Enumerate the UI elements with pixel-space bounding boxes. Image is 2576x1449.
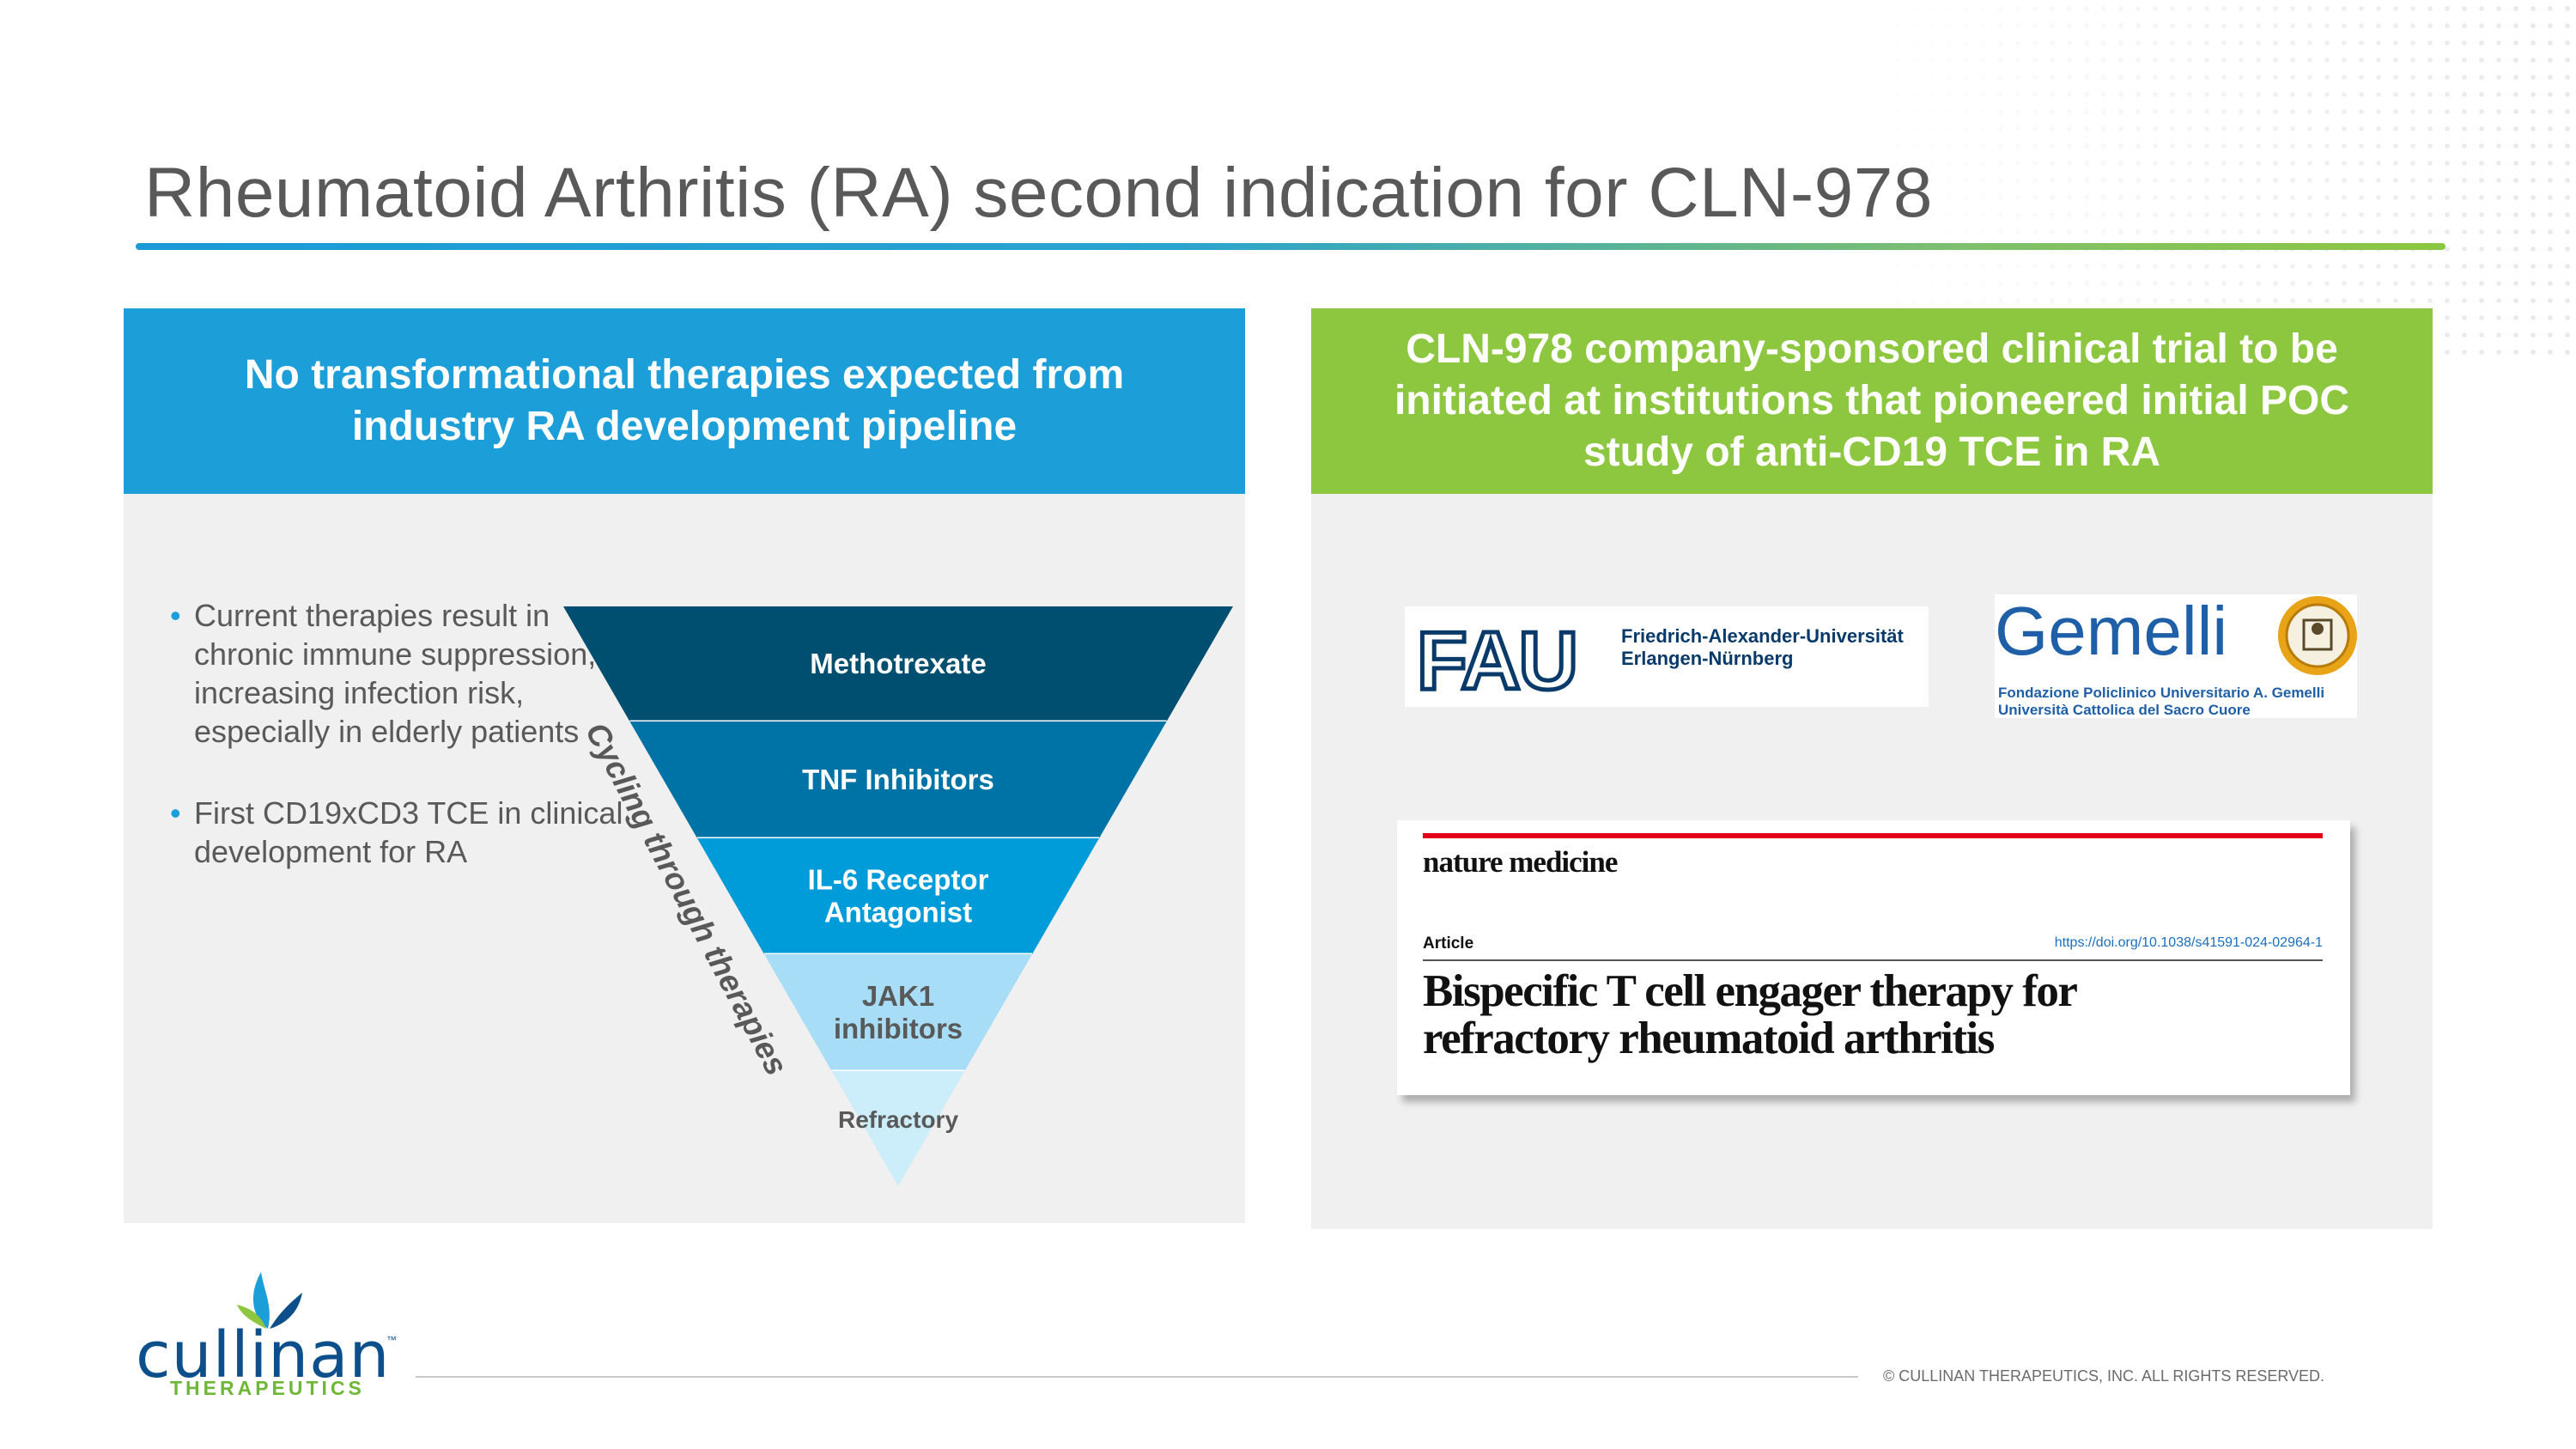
left-panel-header: No transformational therapies expected f… [124, 308, 1245, 494]
dot-pattern-decoration [1717, 0, 2576, 361]
copyright-text: © CULLINAN THERAPEUTICS, INC. ALL RIGHTS… [1883, 1367, 2325, 1385]
leaf-icon [237, 1272, 302, 1329]
right-panel-header: CLN-978 company-sponsored clinical trial… [1311, 308, 2433, 494]
fau-name-line1: Friedrich-Alexander-Universität [1621, 625, 1905, 647]
funnel-level-label: inhibitors [834, 1013, 963, 1044]
cullinan-logo: cullinan ™ THERAPEUTICS [136, 1267, 410, 1404]
article-title-line1: Bispecific T cell engager therapy for [1423, 966, 2078, 1016]
bullet-item: • First CD19xCD3 TCE in clinical developm… [170, 794, 651, 871]
fau-name-line2: Erlangen-Nürnberg [1621, 648, 1793, 669]
footer-divider [416, 1376, 1858, 1378]
fau-mark: FAU [1417, 615, 1577, 707]
funnel-level-label: JAK1 [862, 980, 934, 1012]
funnel-level [831, 1071, 965, 1186]
funnel-level-label: TNF Inhibitors [802, 764, 994, 795]
fau-logo: FAU Friedrich-Alexander-Universität Erla… [1405, 606, 1929, 709]
bullet-text: Current therapies result in chronic immu… [194, 598, 597, 749]
funnel-level-label: IL-6 Receptor [808, 864, 989, 896]
bullet-item: • Current therapies result in chronic imm… [170, 596, 651, 751]
fau-logo-graphic: FAU Friedrich-Alexander-Universität Erla… [1415, 613, 1905, 709]
funnel-level [629, 721, 1167, 838]
article-title: Bispecific T cell engager therapy for re… [1423, 968, 2324, 1062]
article-label: Article [1423, 935, 1474, 953]
right-panel-header-text: CLN-978 company-sponsored clinical trial… [1394, 326, 2350, 475]
journal-logo: nature medicine [1423, 845, 1618, 879]
article-doi: https://doi.org/10.1038/s41591-024-02964… [2054, 935, 2323, 950]
brand-name: cullinan [136, 1318, 391, 1392]
gemelli-line2: Università Cattolica del Sacro Cuore [1998, 702, 2251, 718]
bullet-list: • Current therapies result in chronic imm… [170, 596, 651, 914]
funnel-level [697, 838, 1099, 954]
gemelli-logo-graphic: Gemelli Fondazione Policlinico Universit… [1995, 593, 2357, 718]
funnel-level [764, 954, 1032, 1071]
bullet-text: First CD19xCD3 TCE in clinical developme… [194, 795, 623, 869]
funnel-level-label: Antagonist [824, 897, 972, 928]
gemelli-wordmark: Gemelli [1995, 594, 2227, 669]
funnel-level [563, 606, 1233, 721]
left-panel-header-text: No transformational therapies expected f… [244, 352, 1125, 449]
nature-medicine-article-card: nature medicine Article https://doi.org/… [1397, 820, 2350, 1095]
brand-subtitle: THERAPEUTICS [170, 1377, 365, 1399]
journal-red-bar [1423, 833, 2323, 838]
article-title-line2: refractory rheumatoid arthritis [1423, 1014, 1995, 1063]
bullet-icon: • [170, 795, 181, 831]
gemelli-line1: Fondazione Policlinico Universitario A. … [1998, 685, 2324, 701]
gemelli-logo: Gemelli Fondazione Policlinico Universit… [1995, 593, 2357, 718]
bullet-icon: • [170, 598, 181, 633]
funnel-level-label: Methotrexate [810, 648, 986, 679]
title-underline [136, 243, 2445, 250]
funnel-level-label: Refractory [838, 1106, 958, 1133]
gemelli-seal-icon [2278, 596, 2357, 675]
article-divider [1423, 959, 2323, 961]
page-title: Rheumatoid Arthritis (RA) second indicat… [144, 154, 1933, 232]
brand-trademark: ™ [386, 1334, 397, 1346]
